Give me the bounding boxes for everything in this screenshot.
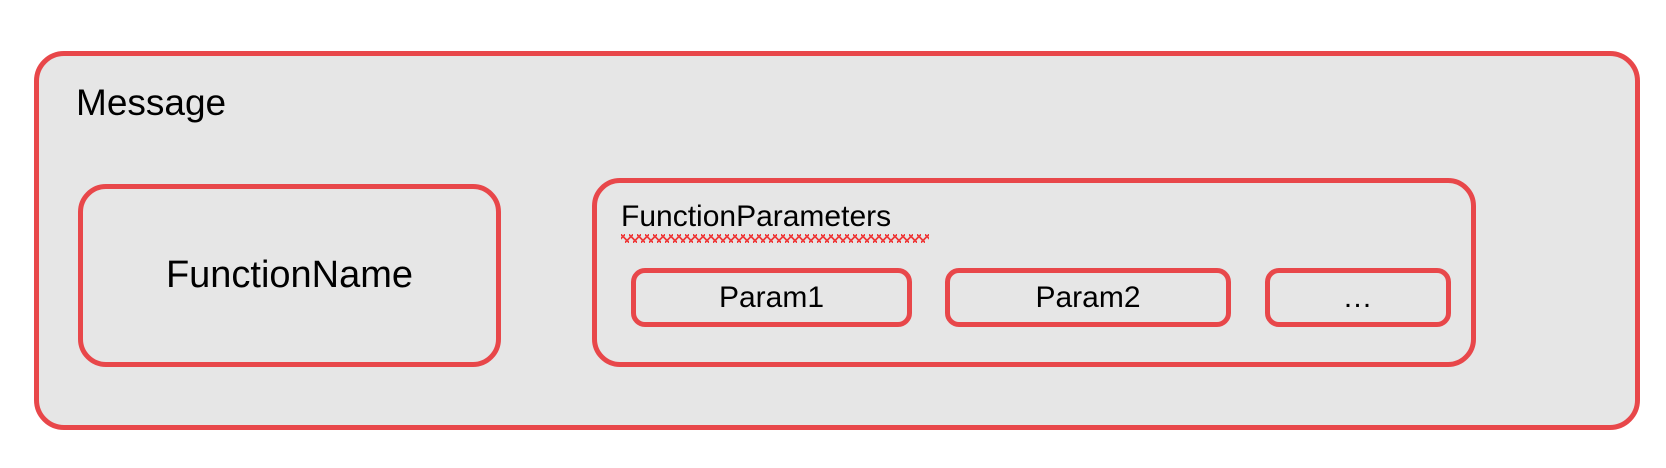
function-name-label: FunctionName xyxy=(165,254,414,296)
message-title-label: Message xyxy=(76,82,227,123)
param-box-2[interactable]: Param2 xyxy=(945,268,1231,327)
param-label-ellipsis: … xyxy=(1342,280,1374,314)
function-parameters-label: FunctionParameters xyxy=(621,200,892,233)
param-label-2: Param2 xyxy=(1035,280,1141,314)
param-box-1[interactable]: Param1 xyxy=(631,268,912,327)
function-name-box[interactable]: FunctionName xyxy=(78,184,501,367)
param-label-1: Param1 xyxy=(718,280,825,314)
param-box-ellipsis[interactable]: … xyxy=(1265,268,1451,327)
spellcheck-squiggle-icon xyxy=(621,234,929,243)
